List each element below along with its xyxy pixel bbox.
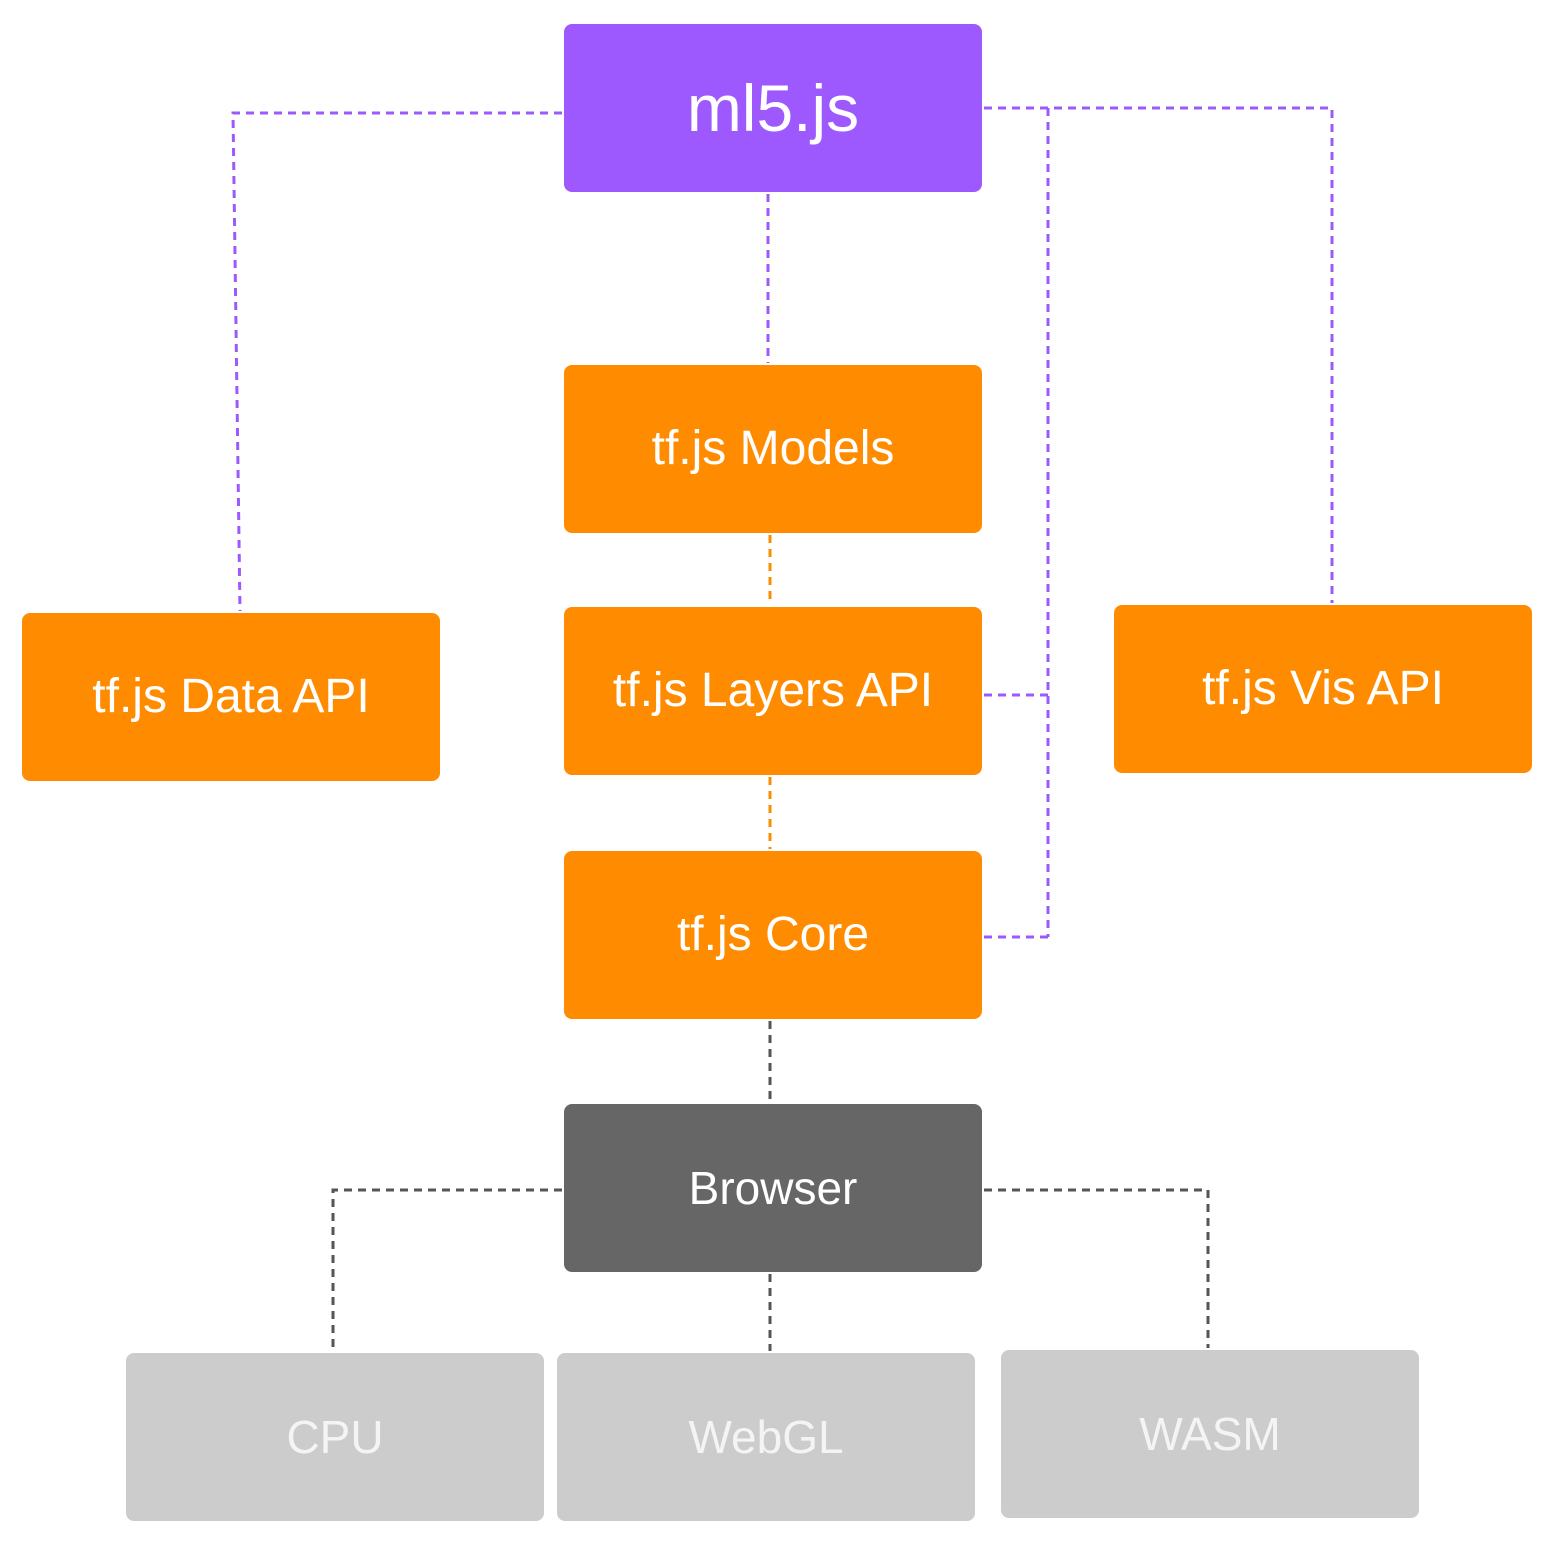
node-browser-label: Browser: [688, 1162, 858, 1214]
node-tfjs-models-label: tf.js Models: [651, 422, 895, 475]
link-ml5-vis-api: [984, 106, 1334, 603]
node-ml5-label: ml5.js: [686, 71, 860, 145]
node-cpu: CPU: [126, 1353, 544, 1521]
node-tfjs-core-label: tf.js Core: [676, 908, 870, 961]
link-browser-cpu: [331, 1188, 562, 1351]
node-browser: Browser: [564, 1104, 982, 1272]
link-ml5-data-api: [231, 111, 562, 612]
node-wasm: WASM: [1001, 1350, 1419, 1518]
node-tfjs-vis-api-label: tf.js Vis API: [1202, 662, 1444, 715]
node-webgl: WebGL: [557, 1353, 975, 1521]
node-cpu-label: CPU: [286, 1411, 384, 1463]
node-tfjs-layers-api-label: tf.js Layers API: [612, 664, 934, 717]
node-ml5: ml5.js: [564, 24, 982, 192]
node-tfjs-vis-api: tf.js Vis API: [1114, 605, 1532, 773]
link-browser-wasm: [984, 1188, 1210, 1348]
node-tfjs-core: tf.js Core: [564, 851, 982, 1019]
node-tfjs-data-api: tf.js Data API: [22, 613, 440, 781]
node-wasm-label: WASM: [1139, 1408, 1281, 1460]
node-tfjs-models: tf.js Models: [564, 365, 982, 533]
node-tfjs-layers-api: tf.js Layers API: [564, 607, 982, 775]
node-webgl-label: WebGL: [688, 1411, 844, 1463]
node-tfjs-data-api-label: tf.js Data API: [92, 670, 370, 723]
